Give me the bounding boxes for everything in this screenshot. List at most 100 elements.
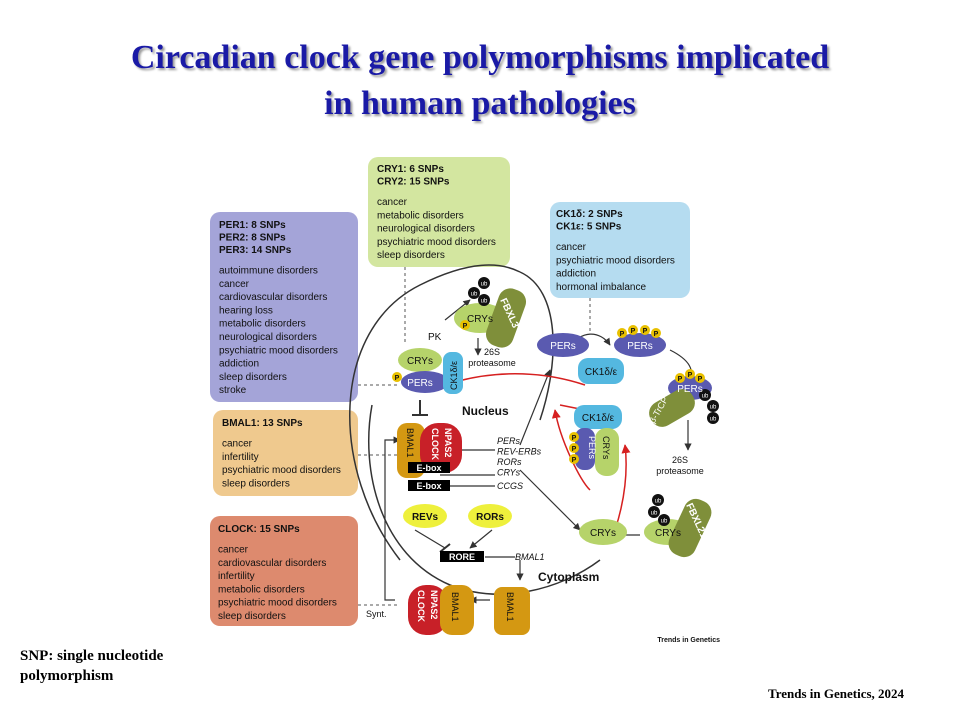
ubiquitin-label: ub bbox=[481, 282, 488, 288]
bmal1-snp-box: BMAL1: 13 SNPscancerinfertilitypsychiatr… bbox=[213, 410, 358, 496]
phosphate-label: P bbox=[698, 376, 703, 383]
disorder-item: psychiatric mood disorders bbox=[219, 345, 338, 356]
proteasome-label: proteasome bbox=[656, 466, 704, 476]
target-gene-label: RORs bbox=[497, 457, 522, 467]
disorder-item: sleep disorders bbox=[219, 372, 287, 383]
snp-count: CK1δ: 2 SNPs bbox=[556, 209, 623, 220]
phosphate-label: P bbox=[395, 375, 400, 382]
disorder-item: neurological disorders bbox=[377, 224, 475, 235]
bmal1-label: BMAL1 bbox=[450, 592, 460, 622]
ck1-pers-crys-complex bbox=[574, 405, 622, 476]
ubiquitin-label: ub bbox=[655, 499, 662, 505]
phosphate-label: P bbox=[463, 323, 468, 330]
proteasome-label: 26S bbox=[484, 347, 500, 357]
revs-label: REVs bbox=[412, 512, 439, 523]
disorder-item: metabolic disorders bbox=[219, 319, 306, 330]
npas2-label: NPAS2 bbox=[443, 428, 453, 457]
ubiquitin-label: ub bbox=[710, 417, 717, 423]
ccgs-label: CCGS bbox=[497, 481, 523, 491]
snp-footnote-line-2: polymorphism bbox=[20, 668, 114, 684]
disorder-item: cardiovascular disorders bbox=[219, 292, 327, 303]
npas2-label: NPAS2 bbox=[429, 590, 439, 619]
revs-protein bbox=[403, 504, 447, 528]
disorder-item: addiction bbox=[556, 269, 596, 280]
crys-cytoplasm bbox=[579, 519, 627, 545]
clock-label: CLOCK bbox=[430, 428, 440, 460]
pers-label: PERs bbox=[587, 436, 597, 460]
snp-count: PER3: 14 SNPs bbox=[219, 245, 292, 256]
phosphate-label: P bbox=[620, 331, 625, 338]
ubiquitin-label: ub bbox=[651, 511, 658, 517]
phosphate-label: P bbox=[572, 457, 577, 464]
phosphate-marks bbox=[392, 320, 705, 464]
disorder-item: cancer bbox=[222, 439, 253, 450]
disorder-item: sleep disorders bbox=[218, 611, 286, 622]
ck1-top bbox=[578, 358, 624, 384]
disorder-item: sleep disorders bbox=[222, 478, 290, 489]
crys-label: CRYs bbox=[601, 436, 611, 460]
diagram-credit: Trends in Genetics bbox=[657, 637, 720, 644]
bmal1-label: BMAL1 bbox=[505, 592, 515, 622]
target-gene-label: PERs bbox=[497, 436, 521, 446]
disorder-item: cardiovascular disorders bbox=[218, 558, 326, 569]
ck1-label: CK1δ/ε bbox=[582, 413, 615, 424]
phosphate-label: P bbox=[678, 376, 683, 383]
bmal1-clock-cytoplasm bbox=[408, 585, 530, 635]
bmal1-label: BMAL1 bbox=[405, 428, 415, 458]
page-title-line-2: in human pathologies bbox=[324, 85, 636, 122]
phosphate-label: P bbox=[643, 328, 648, 335]
pers-label: PERs bbox=[627, 341, 653, 352]
clock-label: CLOCK bbox=[416, 590, 426, 622]
disorder-item: stroke bbox=[219, 385, 247, 396]
disorder-item: hearing loss bbox=[219, 305, 273, 316]
target-gene-label: CRYs bbox=[497, 468, 521, 478]
snp-count: CRY2: 15 SNPs bbox=[377, 177, 450, 188]
snp-count: BMAL1: 13 SNPs bbox=[222, 418, 303, 429]
phosphate-label: P bbox=[572, 446, 577, 453]
pers-left bbox=[537, 333, 589, 357]
bmal1-target-label: BMAL1 bbox=[515, 552, 545, 562]
cytoplasm-label: Cytoplasm bbox=[538, 570, 599, 584]
pers-label: PERs bbox=[550, 341, 576, 352]
ubiquitin-label: ub bbox=[710, 405, 717, 411]
disorder-item: cancer bbox=[377, 197, 408, 208]
page-title-line-1: Circadian clock gene polymorphisms impli… bbox=[130, 39, 830, 76]
ubiquitin-label: ub bbox=[702, 394, 709, 400]
rors-label: RORs bbox=[476, 512, 504, 523]
disorder-item: psychiatric mood disorders bbox=[556, 255, 675, 266]
ebox-elements bbox=[408, 462, 484, 562]
rors-protein bbox=[468, 504, 512, 528]
crys-label: CRYs bbox=[407, 356, 433, 367]
disorder-item: metabolic disorders bbox=[377, 210, 464, 221]
source-citation: Trends in Genetics, 2024 bbox=[768, 686, 905, 701]
ubiquitin-marks bbox=[468, 277, 719, 526]
snp-count: CK1ε: 5 SNPs bbox=[556, 222, 622, 233]
snp-footnote-line-1: SNP: single nucleotide bbox=[20, 648, 164, 664]
synthesis-label: Synt. bbox=[366, 609, 387, 619]
cell-boundary bbox=[349, 264, 601, 595]
phosphate-label: P bbox=[654, 331, 659, 338]
phosphate-label: P bbox=[572, 435, 577, 442]
rore-label: RORE bbox=[449, 552, 475, 562]
snp-count: PER2: 8 SNPs bbox=[219, 233, 286, 244]
nucleus-label: Nucleus bbox=[462, 404, 509, 418]
disorder-item: infertility bbox=[218, 571, 255, 582]
disorder-item: cancer bbox=[219, 279, 250, 290]
pk-label: PK bbox=[428, 332, 442, 343]
crys-label: CRYs bbox=[590, 528, 616, 539]
disorder-item: autoimmune disorders bbox=[219, 266, 318, 277]
box-connectors bbox=[358, 267, 591, 606]
ebox-label: E-box bbox=[416, 463, 441, 473]
pers-label: PERs bbox=[407, 378, 433, 389]
disorder-item: infertility bbox=[222, 452, 259, 463]
crys-label: CRYs bbox=[467, 314, 493, 325]
ck1-label: CK1δ/ε bbox=[585, 367, 618, 378]
disorder-item: hormonal imbalance bbox=[556, 282, 646, 293]
disorder-item: metabolic disorders bbox=[218, 584, 305, 595]
ck1-label: CK1δ/ε bbox=[449, 361, 459, 390]
